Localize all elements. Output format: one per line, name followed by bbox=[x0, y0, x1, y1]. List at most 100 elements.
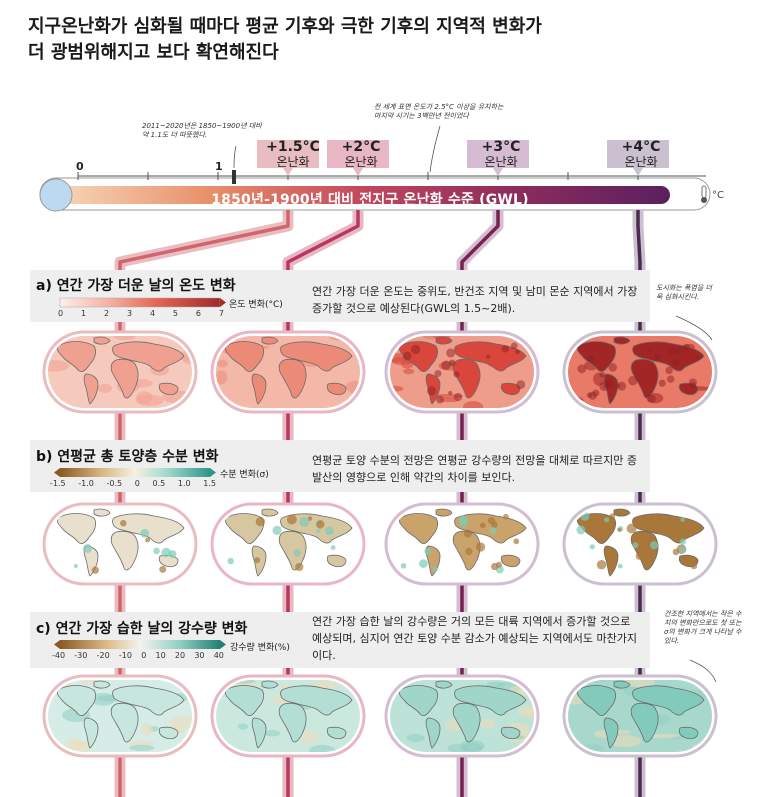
map-soil-patches bbox=[576, 511, 698, 570]
thermometer-bulb bbox=[39, 178, 73, 212]
map-ocean-patch bbox=[579, 744, 605, 752]
map-ocean-patch bbox=[609, 735, 642, 748]
map-ocean-patch bbox=[390, 385, 404, 392]
legend-c-bar bbox=[60, 640, 220, 649]
map-soil-patch bbox=[299, 516, 310, 527]
map-hot-spot bbox=[695, 355, 701, 361]
map-soil-patch bbox=[617, 563, 623, 569]
legend-a-tick: 1 bbox=[80, 309, 87, 318]
legend-a-tick: 0 bbox=[58, 309, 64, 318]
map-hot-spot bbox=[674, 347, 682, 355]
scale-label-1: 1 bbox=[215, 160, 223, 173]
note-city-pointer bbox=[675, 315, 713, 341]
level-tag-shape bbox=[257, 140, 319, 176]
map-soil-patch bbox=[491, 562, 499, 571]
map-b-3 bbox=[384, 502, 540, 586]
map-hot-spot bbox=[434, 369, 442, 378]
map-grid bbox=[42, 330, 718, 758]
legend-c-tick: 0 bbox=[141, 651, 147, 660]
section-b-title: b) 연평균 총 토양층 수분 변화 bbox=[36, 449, 219, 465]
map-soil-patch bbox=[145, 537, 151, 543]
thermometer-icon bbox=[701, 185, 707, 203]
gwl-scale-bar bbox=[56, 186, 670, 204]
map-hot-spot bbox=[647, 394, 656, 404]
map-soil-patch bbox=[479, 522, 486, 529]
map-ocean-patch bbox=[496, 393, 521, 400]
map-hot-spot bbox=[682, 343, 690, 351]
map-hot-spot bbox=[402, 351, 412, 361]
note-25-pointer bbox=[429, 125, 441, 173]
map-hot-spot bbox=[515, 349, 520, 355]
map-soil-patches bbox=[73, 519, 177, 574]
page-title: 지구온난화가 심화될 때마다 평균 기후와 극한 기후의 지역적 변화가 더 광… bbox=[28, 14, 628, 66]
map-soil-patch bbox=[576, 525, 586, 535]
map-ocean-patch bbox=[71, 740, 93, 752]
map-hot-spots bbox=[402, 342, 526, 404]
map-soil-patches bbox=[227, 514, 336, 572]
page-title-line1: 지구온난화가 심화될 때마다 평균 기후와 극한 기후의 지역적 변화가 bbox=[28, 16, 542, 37]
map-soil-patch bbox=[73, 563, 78, 569]
level-tag-2-label: 온난화 bbox=[344, 155, 378, 169]
legend-c bbox=[54, 640, 226, 649]
section-b-panel bbox=[30, 440, 650, 492]
map-ocean-patch bbox=[265, 375, 281, 387]
map-ocean-patch bbox=[648, 733, 680, 739]
legend-b-tick: 1.5 bbox=[203, 479, 216, 488]
map-hot-spot bbox=[441, 360, 451, 370]
map-soil-patch bbox=[489, 527, 497, 535]
map-soil-patch bbox=[254, 557, 261, 564]
legend-a-unit: 온도 변화(°C) bbox=[229, 300, 283, 310]
note-urbanization: 도시화는 폭염을 더욱 심화시킨다. bbox=[656, 284, 712, 301]
map-a-4 bbox=[562, 330, 718, 414]
map-hot-spot bbox=[577, 364, 587, 374]
map-c-2 bbox=[210, 674, 366, 758]
map-ocean-patch bbox=[693, 362, 712, 371]
map-hot-spot bbox=[501, 345, 509, 353]
map-ocean-patch bbox=[168, 715, 192, 728]
legend-c-tick: -20 bbox=[96, 651, 110, 660]
map-a-2 bbox=[210, 330, 366, 414]
map-ocean-patch bbox=[129, 744, 155, 752]
level-tag-3: +3°C 온난화 bbox=[470, 138, 532, 172]
map-hot-spot bbox=[586, 392, 593, 398]
section-a-panel bbox=[30, 270, 650, 322]
map-c-3 bbox=[384, 674, 540, 758]
map-soil-patch bbox=[626, 523, 637, 534]
map-soil-patch bbox=[679, 546, 686, 554]
map-soil-patch bbox=[400, 562, 407, 569]
map-soil-patch bbox=[168, 550, 177, 558]
map-b-2 bbox=[210, 502, 366, 586]
map-soil-patch bbox=[682, 557, 687, 563]
map-ocean-patch bbox=[345, 380, 360, 394]
map-a-3 bbox=[384, 330, 540, 414]
level-tag-shape bbox=[327, 140, 389, 176]
map-hot-spot bbox=[453, 371, 460, 378]
map-ocean-patch bbox=[301, 730, 319, 745]
section-a-title: a) 연간 가장 더운 날의 온도 변화 bbox=[36, 278, 236, 294]
map-ocean-patch bbox=[97, 383, 113, 393]
note-25: 전 세계 표면 온도가 2.5°C 이상을 유지하는 마지막 시기는 3백만년 … bbox=[374, 103, 504, 120]
map-hot-spot bbox=[654, 353, 661, 361]
map-ocean-patch bbox=[113, 336, 136, 341]
map-hot-spot bbox=[599, 381, 609, 391]
map-hot-spot bbox=[658, 379, 666, 387]
note-dry-regions: 건조한 지역에서는 작은 수치의 변화만으로도 첫 또는 σ의 변화가 크게 나… bbox=[664, 610, 742, 645]
map-hot-spot bbox=[510, 342, 518, 350]
legend-a-tick: 4 bbox=[149, 309, 156, 318]
map-ocean-patch bbox=[140, 723, 154, 736]
legend-c-tick: -40 bbox=[52, 651, 66, 660]
map-soil-patch bbox=[293, 549, 301, 557]
map-ocean-patch bbox=[403, 368, 415, 375]
map-ocean-patch bbox=[610, 341, 634, 354]
legend-b-tick: 1.0 bbox=[177, 479, 191, 488]
legend-b-tick: -1.5 bbox=[50, 479, 66, 488]
note-2011: 2011~2020년은 1850~1900년 대비 약 1.1도 더 따뜻했다. bbox=[142, 122, 262, 139]
map-ocean-patch bbox=[263, 729, 281, 737]
map-hot-spot bbox=[436, 395, 445, 404]
map-soil-patch bbox=[424, 547, 432, 555]
legend-c-tick: 40 bbox=[213, 651, 224, 660]
map-soil-patch bbox=[432, 566, 438, 573]
map-c-1 bbox=[42, 674, 198, 758]
map-hot-spot bbox=[672, 358, 680, 366]
